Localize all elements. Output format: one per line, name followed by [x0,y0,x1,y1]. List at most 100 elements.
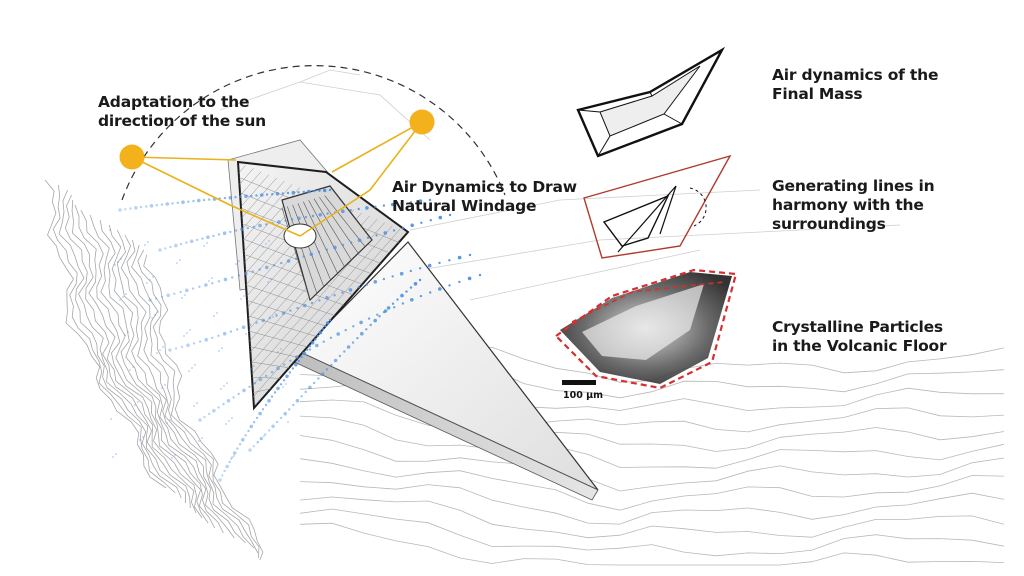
wind-dot [162,346,164,348]
wind-dot [165,202,170,206]
wind-dot [286,259,291,263]
wind-dot [316,334,320,338]
wind-dot [286,191,290,195]
wind-dot [236,328,239,331]
wind-dot [247,429,250,433]
wind-dot [315,343,319,348]
wind-dot [222,231,227,235]
wind-dot [373,318,378,323]
wind-dot [325,296,329,300]
wind-dot [148,298,152,302]
wind-dot [367,317,371,320]
terrain-contour-line [89,214,209,524]
wind-dot [285,374,289,379]
wind-dot [174,454,176,456]
wind-dot [201,437,203,439]
wind-dot [179,259,181,261]
wind-dot [427,263,432,268]
wind-dot [185,241,188,244]
label-air-windage: Air Dynamics to Draw Natural Windage [392,178,577,215]
wind-dot [265,193,269,196]
wind-dot [338,354,342,358]
facade-grid-line [249,346,299,358]
wind-dot [279,383,283,386]
wind-dot [202,198,206,202]
wind-dot [287,421,289,423]
wind-dot [204,283,208,287]
wind-dot [115,453,117,455]
wind-dot [282,386,284,388]
wind-dot [260,438,262,440]
wind-dot [467,276,472,281]
wind-dot [231,276,234,279]
wind-dot [289,309,292,312]
wind-dot [308,385,312,390]
wind-dot [468,253,472,257]
wind-dot [283,363,286,366]
wind-dot [218,478,222,482]
wind-dot [230,458,232,460]
wind-dot [248,323,252,327]
wind-dot [341,291,344,294]
wind-dot [302,351,307,356]
wind-dot [318,299,321,302]
wind-dot [238,443,242,446]
wind-dot [291,367,295,370]
wind-dot [256,441,259,444]
opening-stripe [324,195,366,247]
wind-dot [112,456,114,458]
terrain-contour-line [299,435,1005,492]
wind-dot [181,200,185,204]
wind-dot [410,223,415,228]
wind-dot [418,278,422,282]
wind-dot [134,206,138,210]
wind-dot [400,293,404,298]
wind-dot [245,333,247,335]
wind-dot [265,374,268,378]
wind-dot [429,219,432,222]
wind-dot [117,261,119,263]
facade-grid-line [245,284,335,316]
wind-dot [249,424,254,429]
wind-dot [253,382,257,385]
wind-dot [208,412,211,416]
wind-dot [174,243,178,248]
wind-dot [248,448,252,452]
wind-dot [419,294,423,298]
wind-dot [216,312,218,314]
wind-dot [237,392,240,396]
wind-dot [448,259,451,262]
wind-dot [288,371,292,374]
wind-dot [236,447,239,450]
wind-dot [189,329,191,331]
wind-dot [212,234,215,238]
wind-dot [235,263,237,265]
sun-rays [131,121,423,237]
wind-dot [306,348,309,351]
wind-dot [232,396,235,399]
facade-grid-line [241,177,277,219]
wind-dot [152,276,154,278]
wind-dot [409,269,412,273]
wind-dot [341,243,345,247]
wind-dot [336,332,341,336]
wind-dot [228,460,231,464]
wind-dot [255,403,257,405]
wind-dot [118,208,122,212]
wind-dot [139,205,143,209]
wind-dot [221,347,223,349]
wind-dot [160,295,164,299]
wind-dot [258,377,263,382]
wind-dot [281,311,286,315]
facade-grid-line [251,377,280,379]
wind-dot [240,227,244,232]
wind-dot [378,315,381,318]
facade-grid-line [246,300,326,327]
wind-dot [237,274,241,277]
wind-dot [322,340,325,343]
wind-dot [203,245,205,247]
wind-dot [418,199,423,203]
wind-dot [275,314,278,317]
wind-dot [289,359,292,362]
wind-dot [313,189,316,193]
